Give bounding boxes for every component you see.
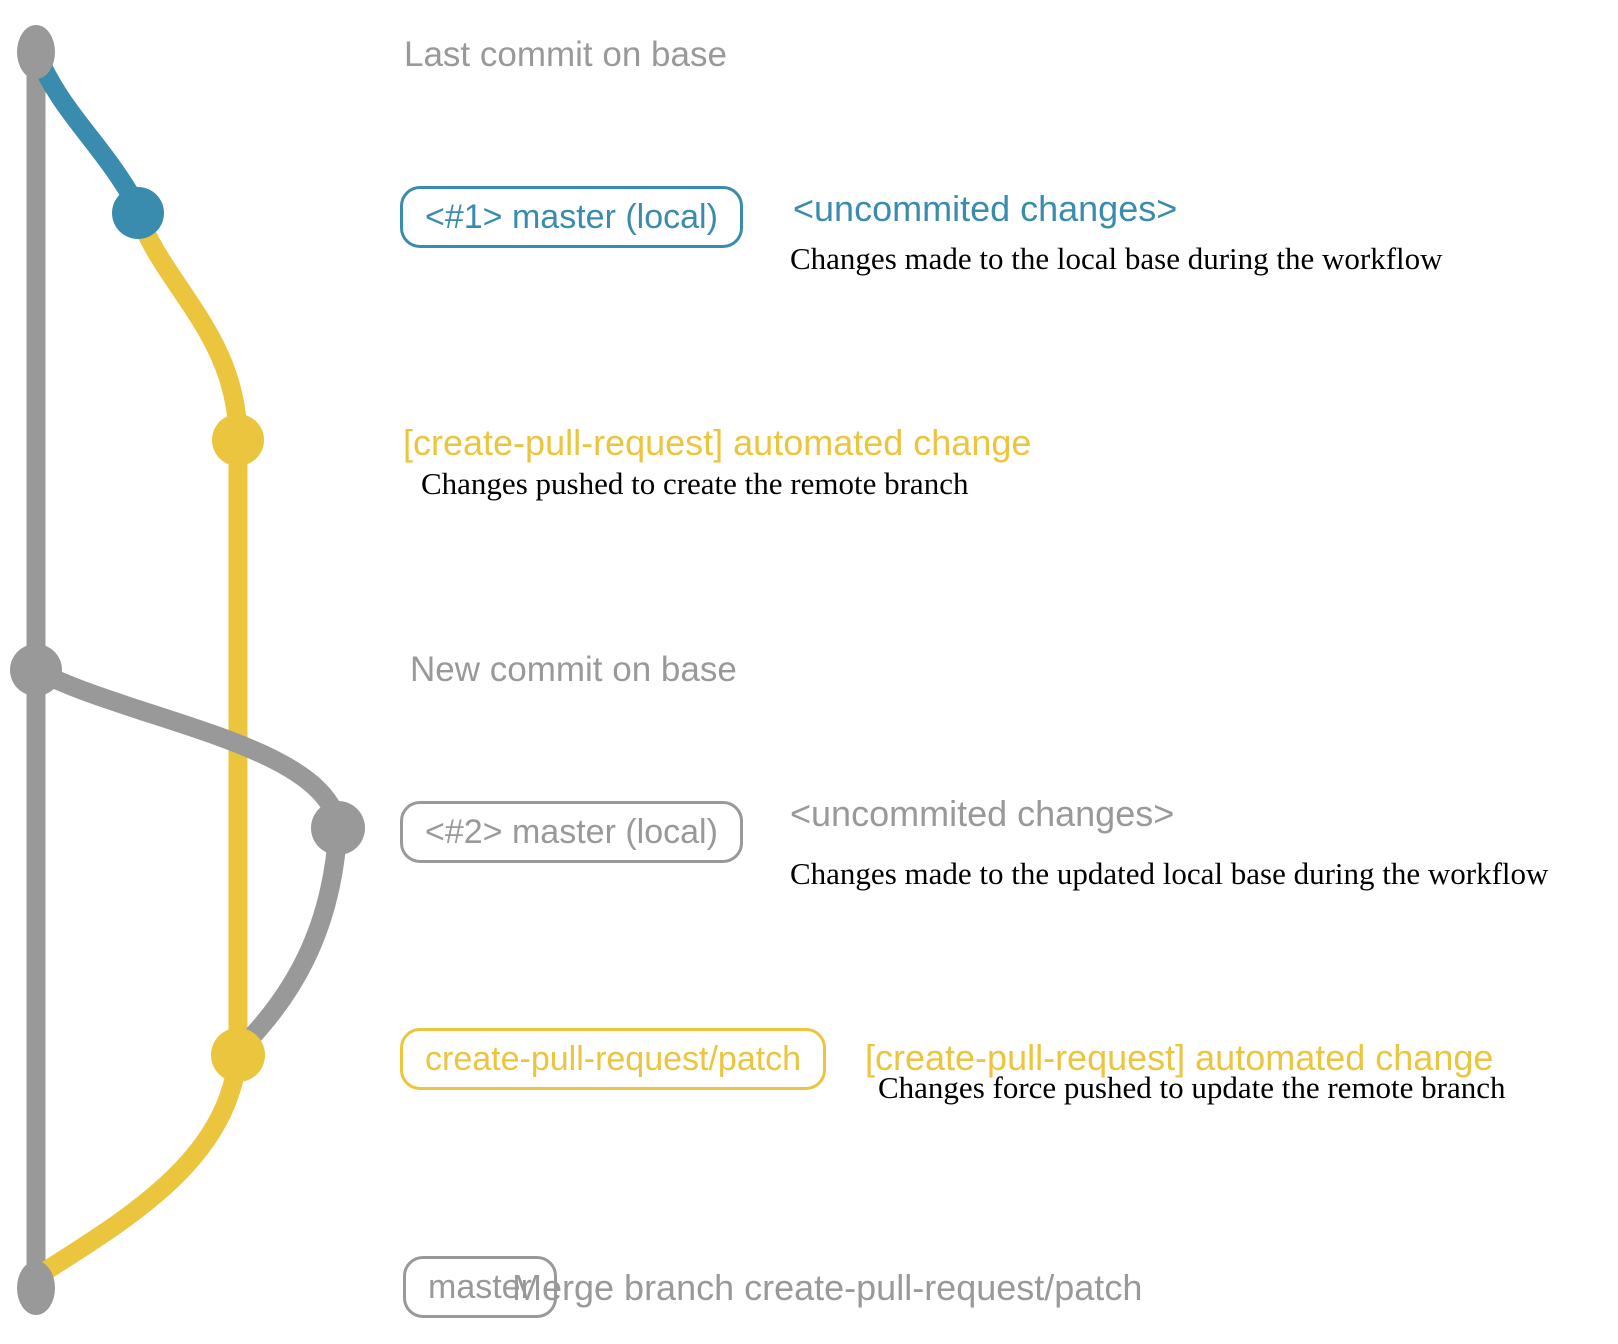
branch-line-patch-merge: [34, 1045, 248, 1282]
branch-badge-master-local-1: <#1> master (local): [400, 186, 743, 248]
commit-note-local-2: Changes made to the updated local base d…: [790, 856, 1549, 891]
commit-dot-merge: [17, 1261, 55, 1315]
commit-message-automated-2: [create-pull-request] automated change: [865, 1037, 1494, 1078]
commit-message-uncommited-2: <uncommited changes>: [790, 793, 1175, 834]
commit-dot-local-1: [112, 187, 164, 239]
commit-dot-last-base: [17, 25, 55, 79]
commit-message-merge: Merge branch create-pull-request/patch: [512, 1267, 1143, 1308]
commit-message-uncommited-1: <uncommited changes>: [793, 188, 1178, 229]
commit-label-last-base: Last commit on base: [404, 35, 727, 74]
commit-dot-patch-2: [211, 1028, 265, 1082]
commit-message-automated-1: [create-pull-request] automated change: [403, 422, 1032, 463]
commit-dot-local-2: [311, 801, 365, 855]
branch-line-local-1: [26, 42, 148, 218]
commit-note-patch-2: Changes force pushed to update the remot…: [878, 1070, 1506, 1105]
branch-badge-master-local-2: <#2> master (local): [400, 801, 743, 863]
branch-badge-patch: create-pull-request/patch: [400, 1028, 827, 1090]
commit-note-patch-1: Changes pushed to create the remote bran…: [421, 466, 969, 501]
branch-line-patch-out: [128, 203, 248, 450]
branch-line-local-2: [26, 660, 348, 838]
commit-dot-new-base: [10, 644, 62, 696]
branch-line-local-2-to-patch: [233, 818, 348, 1056]
commit-label-new-base: New commit on base: [410, 650, 737, 689]
commit-dot-patch-1: [212, 414, 264, 466]
branch-badge-master-final: master: [403, 1256, 557, 1318]
commit-note-local-1: Changes made to the local base during th…: [790, 241, 1443, 276]
